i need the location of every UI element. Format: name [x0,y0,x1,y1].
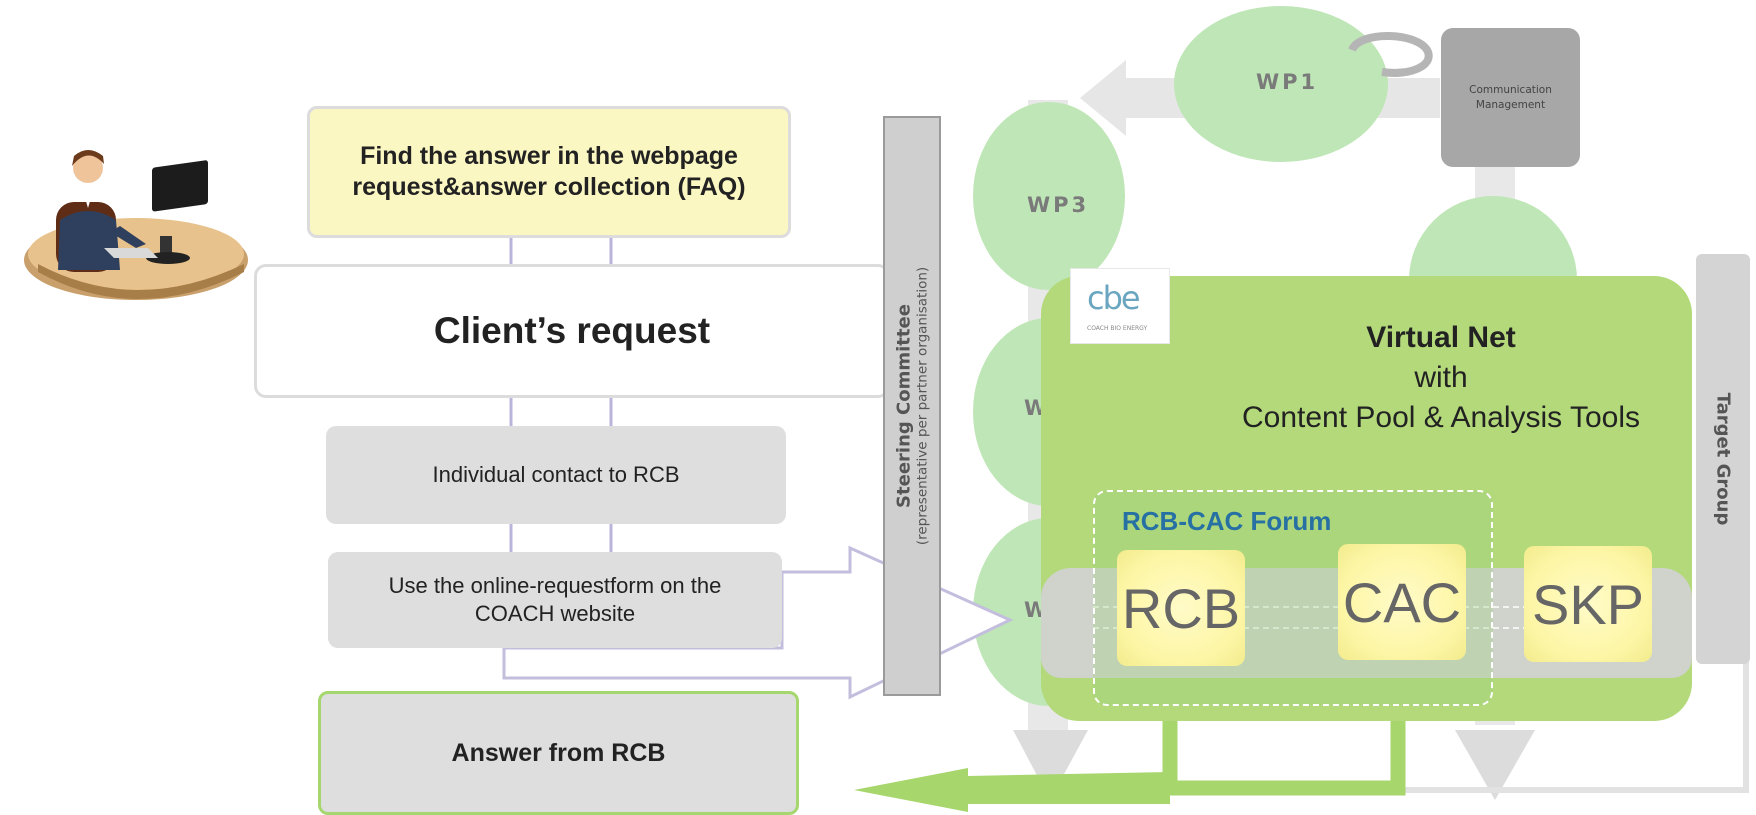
virtual-net-line3: Content Pool & Analysis Tools [1241,401,1640,434]
faq-box: Find the answer in the webpage request&a… [307,106,791,238]
virtual-net-line1: Virtual Net [1366,321,1516,354]
wp3-circle [973,102,1125,290]
answer-box: Answer from RCB [318,691,799,815]
coach-bio-energy-logo: cbe COACH BIO ENERGY [1070,268,1170,344]
individual-contact-box: Individual contact to RCB [326,426,786,524]
rotation-arrow [1348,31,1433,77]
faq-text: Find the answer in the webpage request&a… [352,142,746,201]
steering-committee-title: Steering Committee [893,304,915,508]
communication-management-box: Communication Management [1441,28,1580,167]
client-request-text: Client’s request [433,310,711,351]
target-group-label: Target Group [1712,392,1734,526]
person-at-computer-icon [24,150,248,300]
wp1-label: WP1 [1256,70,1319,94]
online-requestform-box: Use the online-requestform on the COACH … [328,552,782,648]
virtual-net-line2: with [1414,361,1468,394]
virtual-net-title: Virtual Net with Content Pool & Analysis… [1181,318,1692,438]
answer-arrow-left [854,768,1170,812]
management-line: Management [1475,98,1546,111]
gray-arrow-down-left [1013,730,1088,800]
target-group-bar: Target Group [1696,254,1750,664]
communication-line: Communication [1469,83,1552,96]
flow-connectors [509,238,613,678]
steering-committee-bar: Steering Committee (representative per p… [883,116,941,696]
actor-skp: SKP [1524,546,1652,662]
answer-return-path [1162,721,1406,796]
gray-arrow-down-right [1455,730,1535,800]
wp3-label: WP3 [1027,193,1090,217]
client-request-box: Client’s request [254,264,890,398]
rcb-cac-forum-title: RCB-CAC Forum [1122,506,1332,536]
actor-rcb: RCB [1117,550,1245,666]
steering-committee-subtitle: (representative per partner organisation… [914,266,931,546]
wp1-circle [1174,6,1388,162]
logo-subtitle: COACH BIO ENERGY [1087,325,1148,332]
actor-cac: CAC [1338,544,1466,660]
individual-contact-text: Individual contact to RCB [432,462,680,487]
online-requestform-text: Use the online-requestform on the COACH … [388,573,722,626]
answer-text: Answer from RCB [451,738,666,767]
logo-mark: cbe [1087,279,1141,317]
